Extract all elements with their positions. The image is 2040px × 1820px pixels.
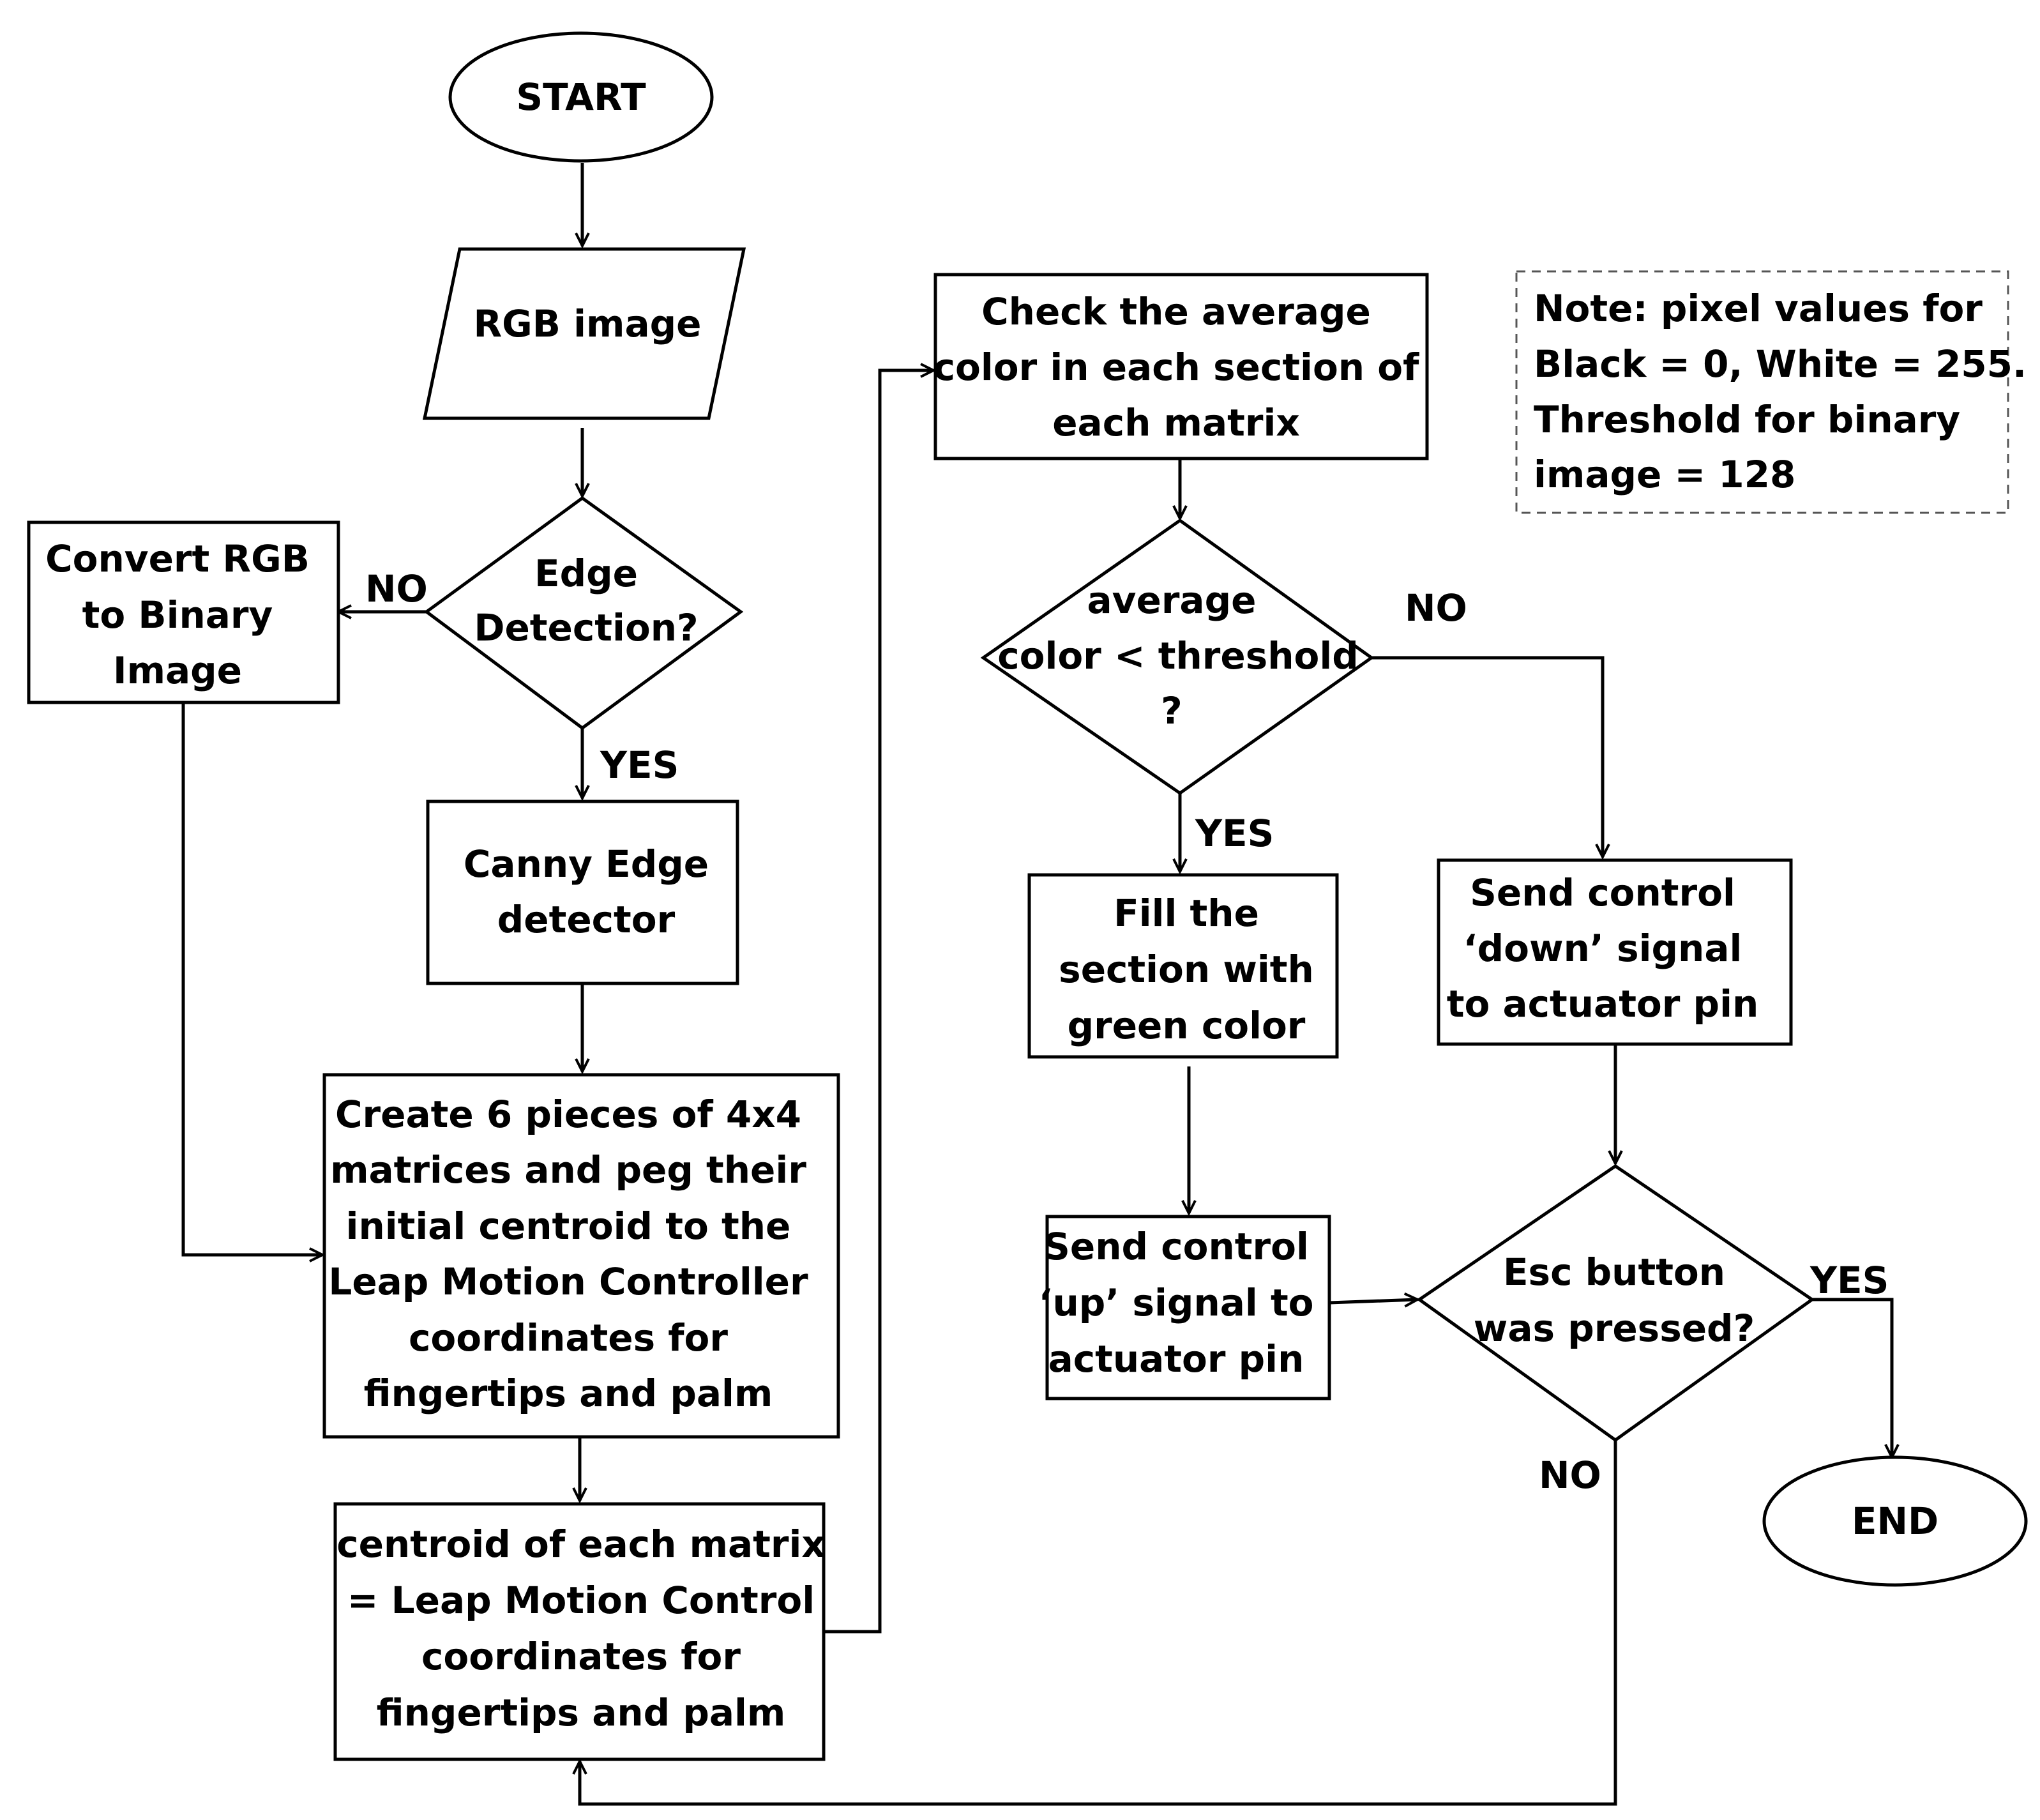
edge-label-average-no: NO (1405, 586, 1467, 630)
end-node: END (1762, 1455, 2028, 1587)
convert-rgb-node: Convert RGB to Binary Image (27, 520, 340, 704)
edge-label-average-yes: YES (1195, 812, 1274, 855)
fill-green-label-line-1: Fill the (1114, 891, 1259, 935)
canny-label-line-1: Canny Edge (464, 842, 709, 886)
note-line-2: Black = 0, White = 255. (1534, 342, 2027, 386)
send-down-label-line-2: ‘down’ signal (1463, 927, 1742, 970)
start-node: START (448, 31, 714, 163)
centroid-label-line-3: coordinates for (421, 1635, 741, 1678)
edge-esc-no-to-centroid (580, 1440, 1617, 1806)
edge-detection-label-line-2: Detection? (474, 606, 698, 649)
send-up-label-line-2: ‘up’ signal to (1038, 1281, 1313, 1324)
rgb-image-node: RGB image (422, 247, 746, 420)
note-line-1: Note: pixel values for (1534, 287, 1983, 330)
rgb-image-label: RGB image (474, 302, 702, 345)
edge-centroid-to-check (824, 370, 933, 1634)
edge-detection-node: Edge Detection? (423, 496, 744, 731)
edge-label-edge-yes: YES (600, 743, 679, 787)
send-up-label-line-3: actuator pin (1048, 1337, 1304, 1381)
note-line-3: Threshold for binary (1534, 398, 1960, 441)
canny-node: Canny Edge detector (426, 800, 739, 985)
send-up-node: Send control ‘up’ signal to actuator pin (1038, 1215, 1331, 1400)
create-matrices-label-line-2: matrices and peg their (330, 1148, 806, 1192)
check-average-label-line-3: each matrix (1052, 401, 1300, 444)
edge-threshold-to-send-down (1371, 656, 1603, 857)
average-threshold-label-line-2: color < threshold (997, 634, 1359, 678)
edge-labels: NO YES NO YES YES NO (365, 567, 1889, 1497)
fill-green-label-line-3: green color (1068, 1004, 1306, 1047)
fill-green-node: Fill the section with green color (1027, 873, 1339, 1059)
esc-pressed-label-line-1: Esc button (1503, 1250, 1725, 1294)
convert-rgb-label-line-1: Convert RGB (45, 537, 310, 580)
send-down-node: Send control ‘down’ signal to actuator p… (1437, 858, 1793, 1046)
start-label: START (516, 75, 646, 119)
centroid-node: centroid of each matrix = Leap Motion Co… (333, 1502, 826, 1761)
convert-rgb-label-line-3: Image (113, 649, 242, 692)
centroid-label-line-1: centroid of each matrix (336, 1522, 826, 1566)
create-matrices-label-line-3: initial centroid to the (346, 1204, 791, 1248)
create-matrices-label-line-4: Leap Motion Controller (328, 1260, 808, 1303)
convert-rgb-label-line-2: to Binary (82, 593, 273, 637)
centroid-label-line-2: = Leap Motion Control (347, 1579, 815, 1622)
esc-pressed-label-line-2: was pressed? (1474, 1307, 1755, 1350)
edge-send-up-to-esc (1329, 1300, 1417, 1303)
edge-label-esc-yes: YES (1810, 1259, 1889, 1302)
check-average-label-line-2: color in each section of (933, 345, 1419, 389)
centroid-label-line-4: fingertips and palm (377, 1691, 786, 1734)
average-threshold-node: average color < threshold ? (980, 518, 1375, 796)
edge-label-esc-no: NO (1539, 1453, 1601, 1497)
create-matrices-node: Create 6 pieces of 4x4 matrices and peg … (322, 1073, 840, 1439)
send-down-label-line-1: Send control (1470, 871, 1735, 914)
create-matrices-label-line-5: coordinates for (409, 1316, 728, 1360)
fill-green-label-line-2: section with (1059, 948, 1314, 991)
create-matrices-label-line-6: fingertips and palm (364, 1372, 773, 1415)
edge-detection-label-line-1: Edge (534, 552, 638, 595)
average-threshold-label-line-1: average (1087, 579, 1257, 622)
edge-esc-to-end (1812, 1298, 1892, 1457)
canny-label-line-2: detector (497, 898, 676, 941)
note-box: Note: pixel values for Black = 0, White … (1515, 270, 2027, 514)
send-up-label-line-1: Send control (1043, 1225, 1309, 1268)
edge-label-edge-no: NO (365, 567, 428, 610)
edge-convert-to-create (181, 702, 322, 1255)
average-threshold-label-line-3: ? (1161, 689, 1182, 732)
check-average-node: Check the average color in each section … (933, 273, 1429, 460)
esc-pressed-node: Esc button was pressed? (1416, 1164, 1815, 1443)
check-average-label-line-1: Check the average (981, 290, 1371, 333)
connectors (181, 163, 1892, 1806)
end-label: END (1852, 1499, 1938, 1543)
note-line-4: image = 128 (1534, 453, 1795, 496)
send-down-label-line-3: to actuator pin (1447, 982, 1759, 1026)
create-matrices-label-line-1: Create 6 pieces of 4x4 (335, 1093, 801, 1136)
